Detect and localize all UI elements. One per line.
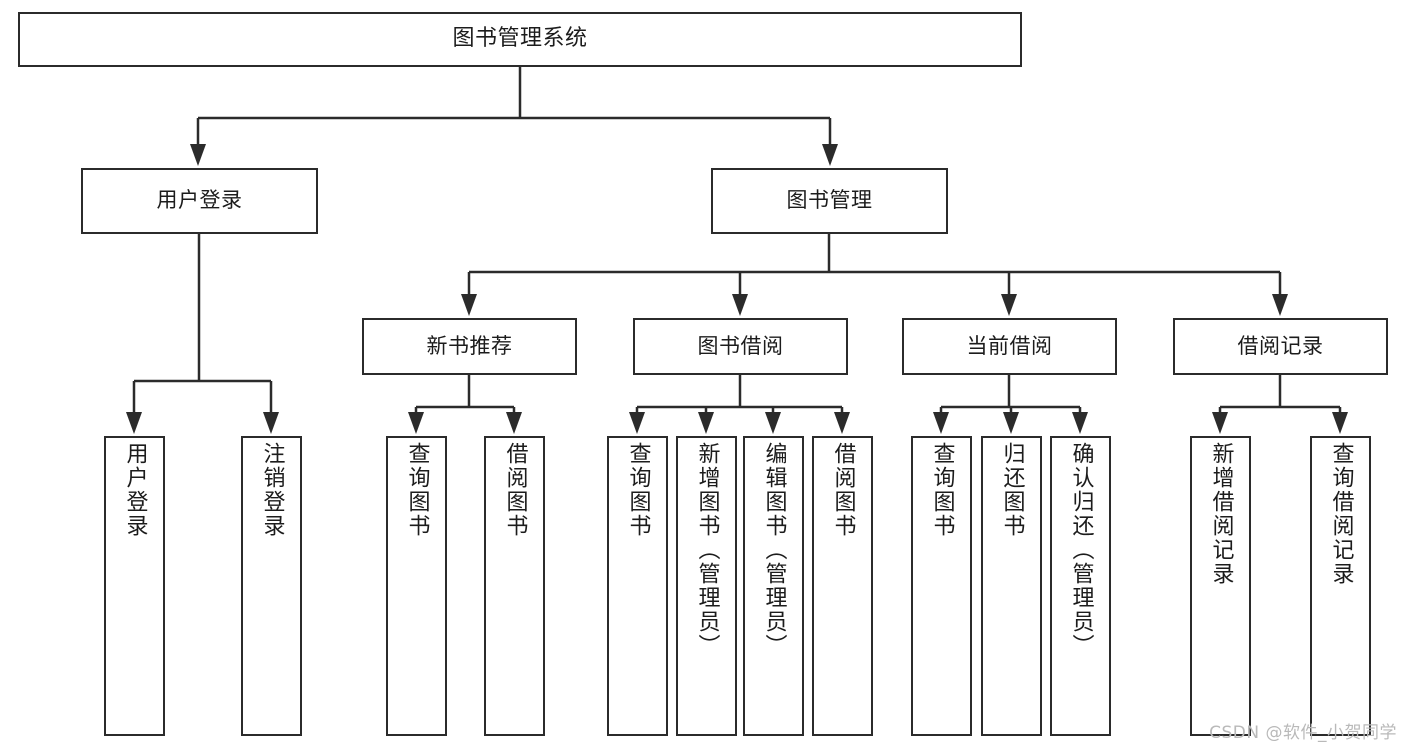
arrowhead-new-book-split-0 [408,412,424,434]
node-label-leaf-return-book: 归还图书 [999,442,1025,538]
node-leaf-borrow-book-1[interactable]: 借阅图书 [484,436,545,736]
node-leaf-return-book[interactable]: 归还图书 [981,436,1042,736]
node-label-leaf-add-record: 新增借阅记录 [1208,442,1234,586]
node-leaf-logout[interactable]: 注销登录 [241,436,302,736]
node-leaf-query-book-2[interactable]: 查询图书 [607,436,668,736]
node-leaf-confirm-return[interactable]: 确认归还（管理员） [1050,436,1111,736]
arrowhead-book-manage-split-2 [1001,294,1017,316]
node-l2-user-login[interactable]: 用户登录 [81,168,318,234]
node-label-leaf-borrow-book-1: 借阅图书 [502,442,528,538]
arrowhead-book-manage-split-0 [461,294,477,316]
node-leaf-edit-book[interactable]: 编辑图书（管理员） [743,436,804,736]
node-label-leaf-confirm-return: 确认归还（管理员） [1068,442,1094,658]
arrowhead-current-borrow-split-2 [1072,412,1088,434]
arrowhead-root-split-1 [822,144,838,166]
node-leaf-add-book[interactable]: 新增图书（管理员） [676,436,737,736]
node-leaf-user-login[interactable]: 用户登录 [104,436,165,736]
arrowhead-new-book-split-1 [506,412,522,434]
node-label-leaf-query-book-1: 查询图书 [404,442,430,538]
arrowhead-book-manage-split-3 [1272,294,1288,316]
node-label-leaf-query-book-2: 查询图书 [625,442,651,538]
arrowhead-root-split-0 [190,144,206,166]
node-label-l3-borrow-record: 借阅记录 [1237,333,1324,358]
node-label-leaf-logout: 注销登录 [259,442,285,538]
arrowhead-user-login-split-0 [126,412,142,434]
node-l3-current-borrow[interactable]: 当前借阅 [902,318,1117,375]
node-label-root: 图书管理系统 [452,26,588,52]
arrowhead-current-borrow-split-0 [933,412,949,434]
arrowhead-book-borrow-split-3 [834,412,850,434]
node-leaf-query-book-1[interactable]: 查询图书 [386,436,447,736]
node-l3-borrow-record[interactable]: 借阅记录 [1173,318,1388,375]
node-label-l3-book-borrow: 图书借阅 [697,333,784,358]
arrowhead-book-manage-split-1 [732,294,748,316]
node-label-l3-current-borrow: 当前借阅 [966,333,1053,358]
arrowhead-book-borrow-split-1 [698,412,714,434]
arrowhead-book-borrow-split-0 [629,412,645,434]
node-label-l2-user-login: 用户登录 [156,188,243,213]
arrowhead-borrow-record-split-1 [1332,412,1348,434]
node-label-leaf-query-book-3: 查询图书 [929,442,955,538]
node-leaf-query-record[interactable]: 查询借阅记录 [1310,436,1371,736]
node-label-leaf-add-book: 新增图书（管理员） [694,442,720,658]
node-label-leaf-query-record: 查询借阅记录 [1328,442,1354,586]
node-l3-new-book-rec[interactable]: 新书推荐 [362,318,577,375]
arrowhead-current-borrow-split-1 [1003,412,1019,434]
node-label-leaf-user-login: 用户登录 [122,442,148,538]
node-root[interactable]: 图书管理系统 [18,12,1022,67]
arrowhead-user-login-split-1 [263,412,279,434]
arrowhead-borrow-record-split-0 [1212,412,1228,434]
node-label-l2-book-manage: 图书管理 [786,188,873,213]
node-leaf-borrow-book-2[interactable]: 借阅图书 [812,436,873,736]
watermark: CSDN @软件_小贺同学 [1209,723,1397,743]
node-leaf-add-record[interactable]: 新增借阅记录 [1190,436,1251,736]
arrowhead-book-borrow-split-2 [765,412,781,434]
node-label-l3-new-book-rec: 新书推荐 [426,333,513,358]
node-l2-book-manage[interactable]: 图书管理 [711,168,948,234]
node-l3-book-borrow[interactable]: 图书借阅 [633,318,848,375]
node-label-leaf-edit-book: 编辑图书（管理员） [761,442,787,658]
node-leaf-query-book-3[interactable]: 查询图书 [911,436,972,736]
node-label-leaf-borrow-book-2: 借阅图书 [830,442,856,538]
